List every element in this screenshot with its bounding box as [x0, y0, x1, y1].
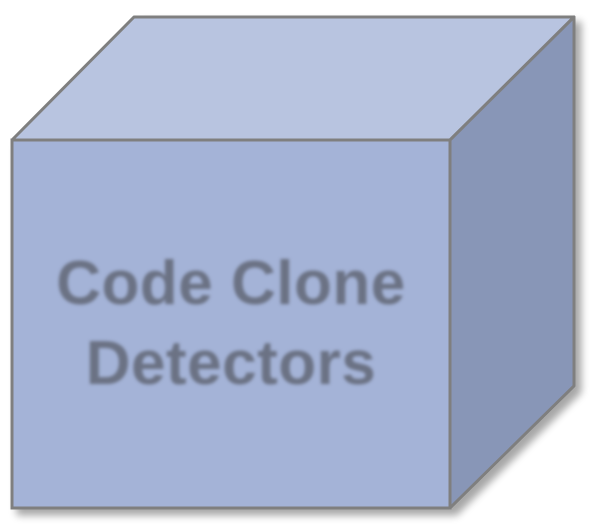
cube-front-face [10, 138, 452, 510]
cube-label-line-1: Code Clone [56, 249, 406, 318]
cube-label: Code Clone Detectors [12, 140, 450, 508]
cube-label-line-2: Detectors [85, 329, 377, 398]
